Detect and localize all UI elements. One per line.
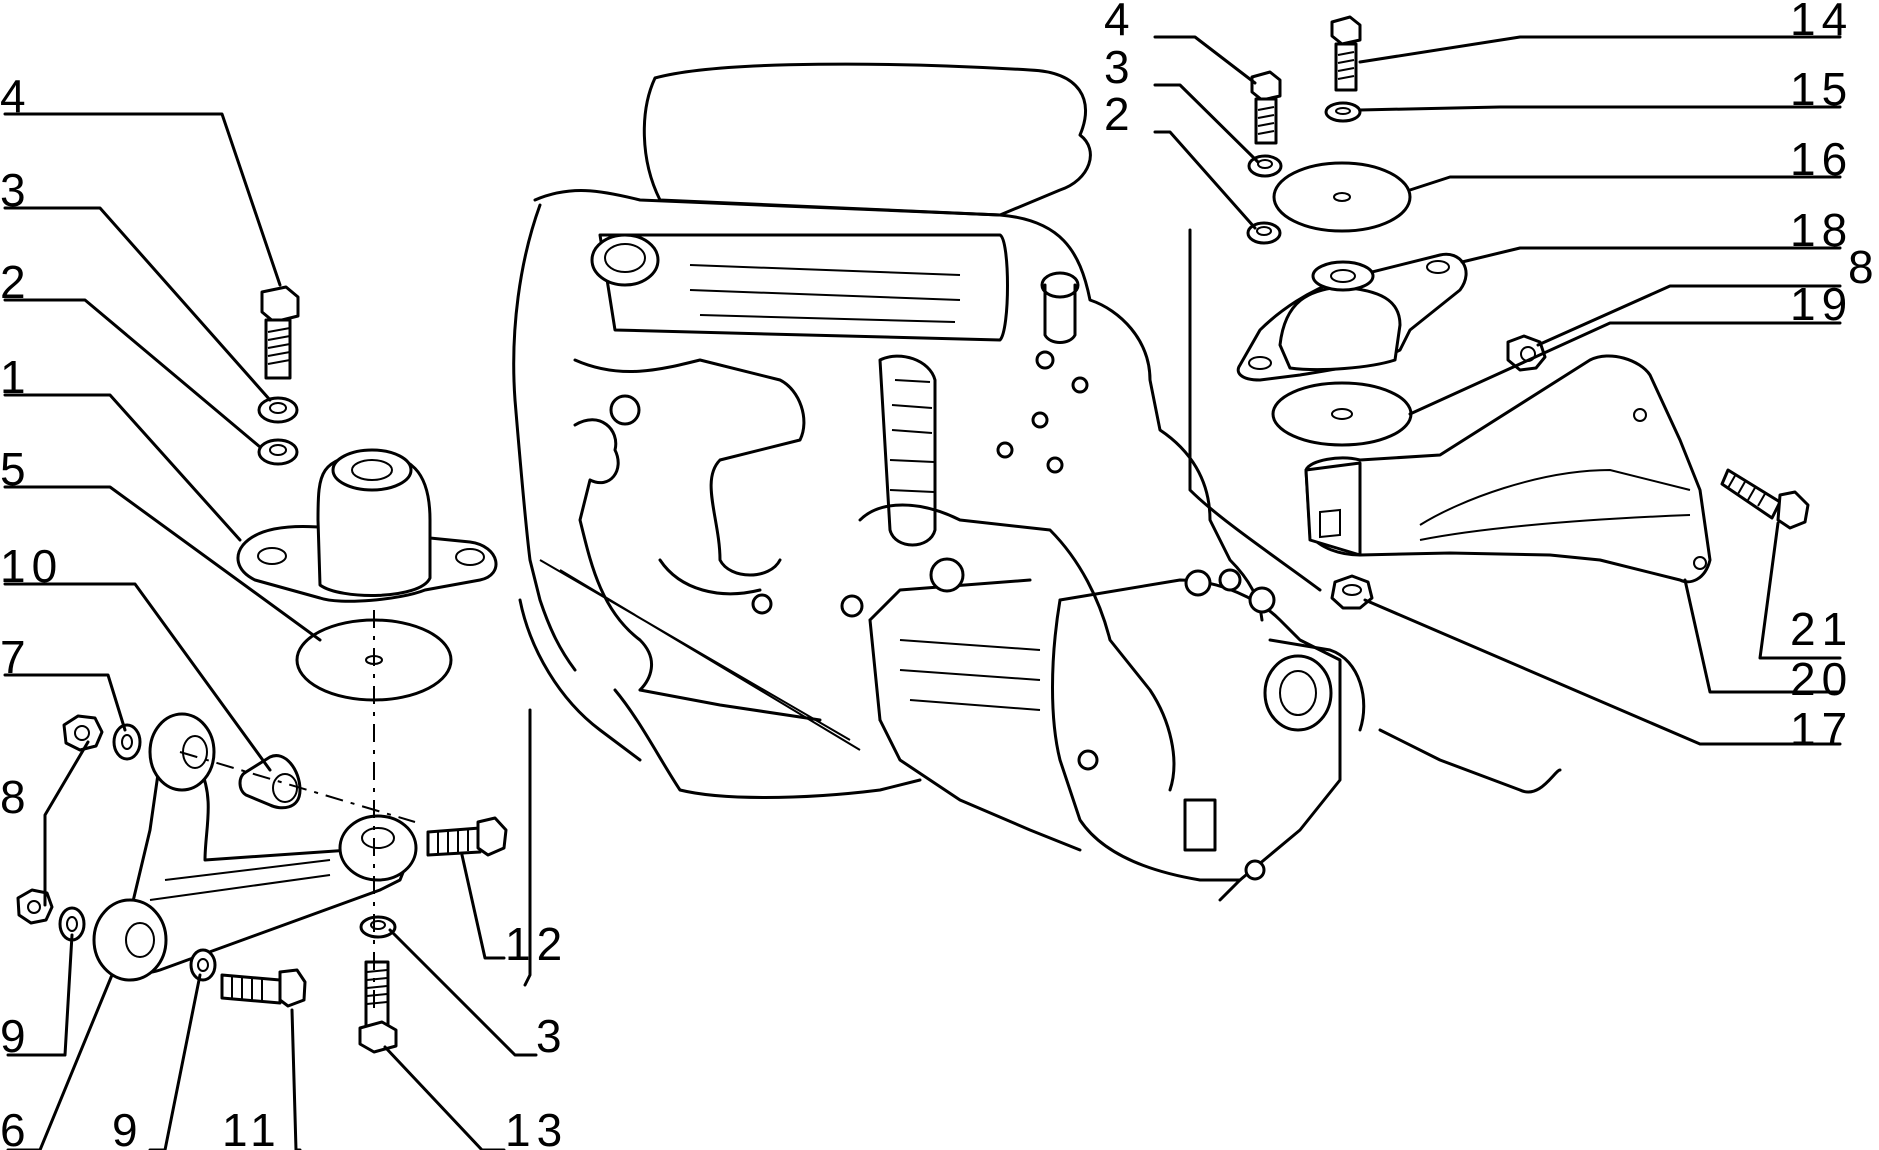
bolt-13 <box>358 960 398 1054</box>
callout-21: 21 <box>1790 603 1853 655</box>
callout-3-lower: 3 <box>536 1010 568 1062</box>
callout-13: 13 <box>505 1104 568 1150</box>
callout-1: 1 <box>0 351 32 403</box>
nut-17 <box>1330 574 1374 610</box>
bolt-4-right <box>1250 70 1282 145</box>
nut-8-right <box>1506 334 1547 372</box>
washer-9b <box>189 948 217 982</box>
callout-10: 10 <box>0 540 63 592</box>
rubber-mount-18 <box>1236 252 1468 382</box>
bushing-10 <box>238 754 302 810</box>
callout-18: 18 <box>1790 204 1853 256</box>
centerline-left-horizontal <box>179 751 416 823</box>
nut-7 <box>62 714 104 752</box>
washer-3-lower <box>359 915 397 939</box>
leader-lines <box>3 35 1842 1150</box>
callout-7: 7 <box>0 631 32 683</box>
callout-5: 5 <box>0 443 32 495</box>
callout-16: 16 <box>1790 133 1853 185</box>
callout-15: 15 <box>1790 63 1853 115</box>
callout-9-left: 9 <box>0 1010 32 1062</box>
callout-17: 17 <box>1790 703 1853 755</box>
callout-4-right: 4 <box>1104 0 1136 45</box>
callout-8-left: 8 <box>0 771 32 823</box>
bracket-20 <box>1304 354 1712 584</box>
callout-12: 12 <box>505 918 568 970</box>
callout-14: 14 <box>1790 0 1853 45</box>
washer-7b <box>112 723 142 761</box>
callout-3-right: 3 <box>1104 41 1136 93</box>
washer-2-left <box>257 438 299 466</box>
bolt-11 <box>220 968 307 1008</box>
bolt-4-left <box>260 285 300 380</box>
bolt-12 <box>426 816 508 857</box>
bolt-21 <box>1720 468 1810 530</box>
callout-3-left: 3 <box>0 164 32 216</box>
callout-2-left: 2 <box>0 256 32 308</box>
right-mount-parts <box>1236 15 1810 610</box>
support-arm-6 <box>92 712 414 982</box>
callout-19: 19 <box>1790 278 1853 330</box>
callout-11: 11 <box>222 1104 282 1150</box>
rubber-mount-1 <box>236 448 498 603</box>
washer-3-left <box>257 396 299 424</box>
callout-2-right: 2 <box>1104 88 1136 140</box>
left-mount-parts <box>16 285 508 1054</box>
callout-8-right: 8 <box>1848 241 1879 293</box>
bolt-14 <box>1330 15 1362 92</box>
nut-8a <box>16 888 54 925</box>
plate-16 <box>1272 161 1412 233</box>
plate-19 <box>1271 381 1413 447</box>
callout-9-bottom: 9 <box>112 1104 144 1150</box>
engine-gearbox-assembly <box>512 62 1562 987</box>
callout-4-left: 4 <box>0 70 32 122</box>
callout-6: 6 <box>0 1104 32 1150</box>
callout-20: 20 <box>1790 653 1853 705</box>
bushing-eye-12 <box>338 814 418 882</box>
washer-15 <box>1324 101 1362 123</box>
